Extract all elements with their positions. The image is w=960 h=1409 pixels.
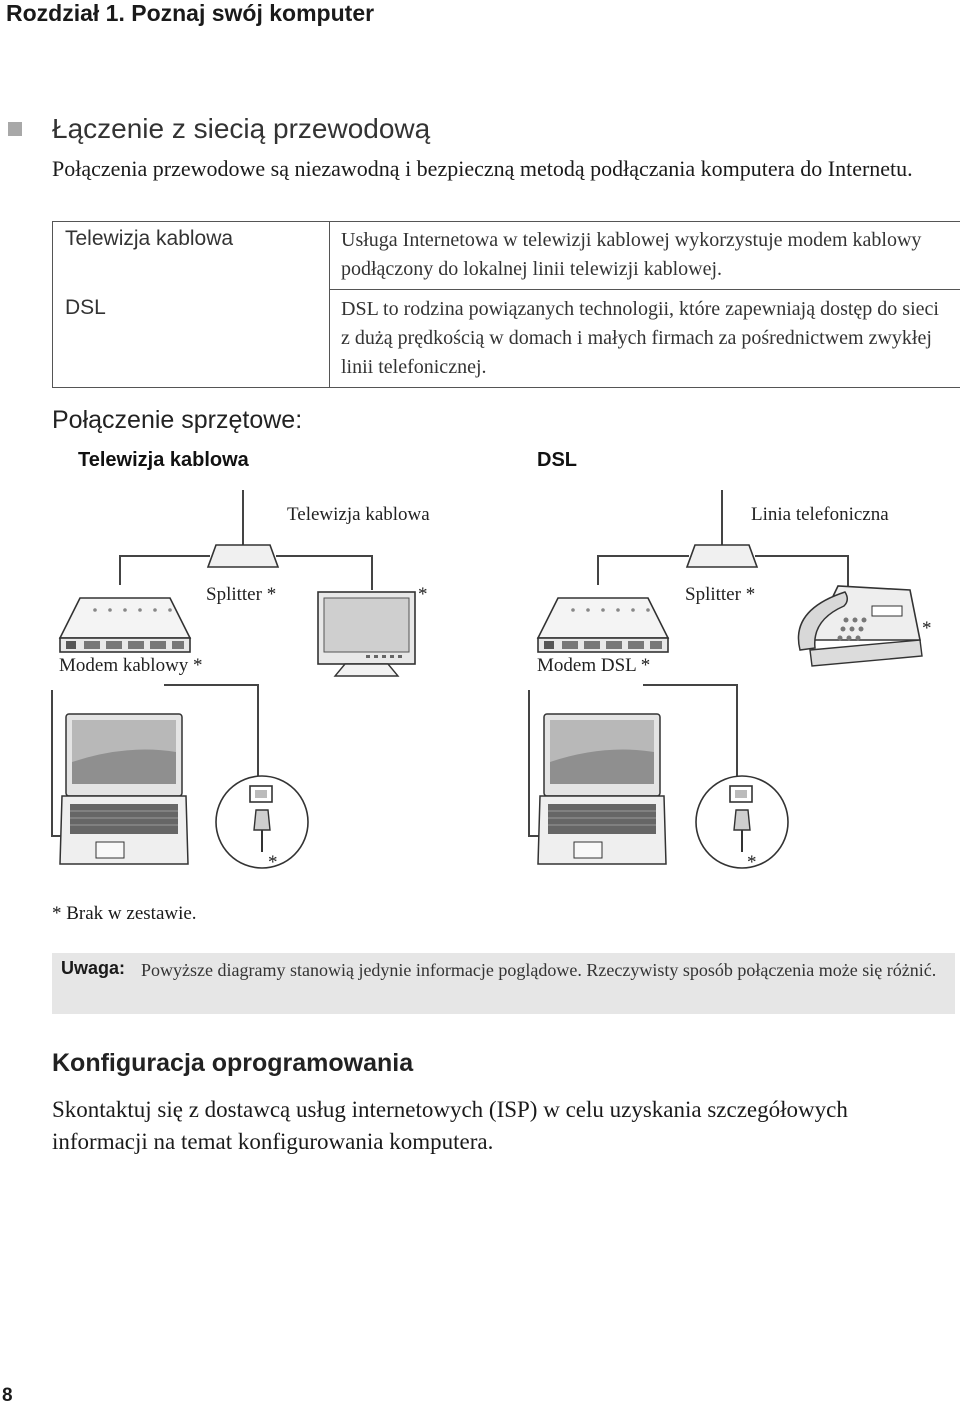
page-number: 8 (2, 1385, 13, 1406)
table-desc-dsl: DSL to rodzina powiązanych technologii, … (341, 298, 939, 378)
note-label: Uwaga: (61, 958, 126, 978)
cable-ethernet-icon (215, 775, 309, 869)
dsl-laptop-icon (537, 713, 667, 865)
cable-splitter-label: Splitter * (206, 584, 276, 605)
table-desc-cable: Usługa Internetowa w telewizji kablowej … (341, 229, 922, 280)
cable-line-label: Telewizja kablowa (287, 504, 430, 525)
telephone-icon (797, 585, 923, 667)
cable-modem-icon (59, 597, 191, 653)
note-text: Powyższe diagramy stanowią jedynie infor… (141, 960, 937, 980)
cable-subheading: Telewizja kablowa (78, 449, 249, 471)
note-box: Uwaga: Powyższe diagramy stanowią jedyni… (52, 953, 955, 1014)
chapter-heading: Rozdział 1. Poznaj swój komputer (6, 0, 375, 26)
section-bullet (8, 122, 22, 136)
monitor-asterisk: * (418, 584, 428, 605)
cable-splitter-icon (207, 544, 279, 568)
footnote: * Brak w zestawie. (52, 903, 197, 924)
table-term-dsl: DSL (65, 296, 106, 319)
table-term-cable: Telewizja kablowa (65, 227, 234, 250)
dsl-splitter-label: Splitter * (685, 584, 755, 605)
dsl-splitter-icon (686, 544, 758, 568)
dsl-modem-icon (537, 597, 669, 653)
intro-paragraph: Połączenia przewodowe są niezawodną i be… (52, 156, 913, 181)
cable-modem-label: Modem kablowy * (59, 655, 203, 676)
dsl-ethernet-asterisk: * (747, 852, 757, 873)
software-config-title: Konfiguracja oprogramowania (52, 1049, 414, 1077)
cable-ethernet-asterisk: * (268, 852, 278, 873)
connection-diagram: Telewizja kablowa Splitter * * Modem kab… (51, 490, 932, 873)
software-config-text: Skontaktuj się z dostawcą usług internet… (52, 1097, 848, 1154)
dsl-modem-label: Modem DSL * (537, 655, 650, 676)
monitor-icon (317, 591, 416, 677)
table-row-divider (329, 289, 960, 290)
table-column-divider (329, 222, 330, 387)
connection-types-table: Telewizja kablowa Usługa Internetowa w t… (52, 221, 960, 388)
dsl-ethernet-icon (695, 775, 789, 869)
section-title: Łączenie z siecią przewodową (52, 113, 431, 144)
dsl-line-label: Linia telefoniczna (751, 504, 889, 525)
cable-laptop-icon (59, 713, 189, 865)
hardware-connection-title: Połączenie sprzętowe: (52, 406, 303, 434)
telephone-asterisk: * (922, 618, 932, 639)
dsl-subheading: DSL (537, 449, 577, 471)
